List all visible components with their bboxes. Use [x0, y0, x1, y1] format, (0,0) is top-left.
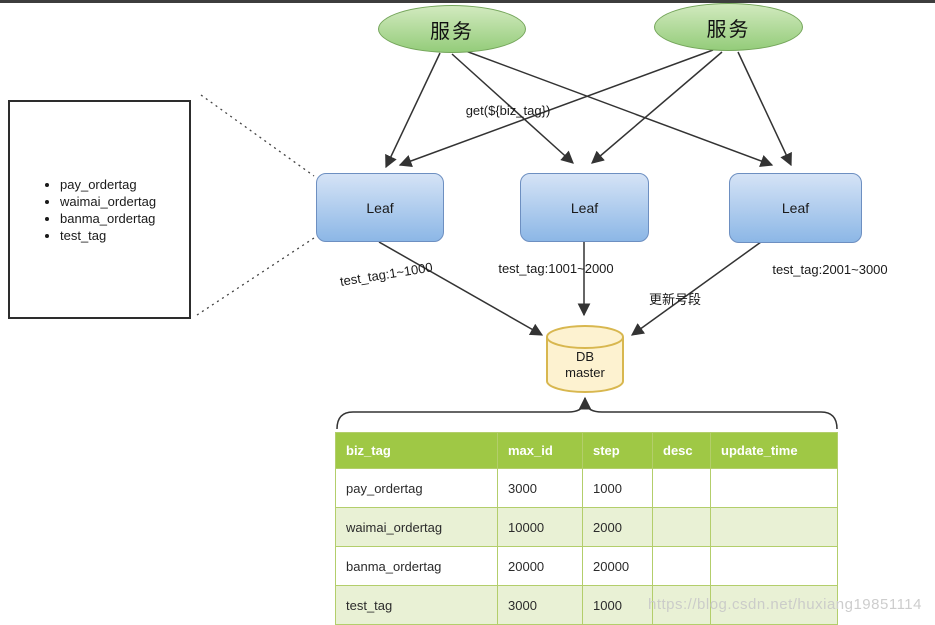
- list-item: test_tag: [60, 227, 189, 244]
- segment-table: biz_tag max_id step desc update_time pay…: [335, 432, 838, 625]
- cell: test_tag: [335, 585, 498, 625]
- edge-label-segment-leaf3: test_tag:2001~3000: [772, 262, 888, 277]
- col-header-update-time: update_time: [710, 432, 838, 469]
- cell: 20000: [582, 546, 653, 586]
- cell: 3000: [497, 468, 583, 508]
- table-row: waimai_ordertag 10000 2000: [335, 507, 838, 547]
- leaf-node-1-label: Leaf: [366, 199, 394, 216]
- cell: [652, 468, 711, 508]
- leaf-node-1: Leaf: [316, 173, 444, 242]
- biz-tag-list-box: pay_ordertag waimai_ordertag banma_order…: [8, 100, 191, 319]
- service-node-1: 服务: [378, 5, 526, 53]
- table-brace: [336, 396, 838, 430]
- cell: 20000: [497, 546, 583, 586]
- edge-label-segment-leaf2: test_tag:1001~2000: [498, 261, 614, 276]
- cell: [710, 585, 838, 625]
- cell: 10000: [497, 507, 583, 547]
- db-label-line1: DB: [575, 349, 595, 364]
- cell: [710, 468, 838, 508]
- cell: 3000: [497, 585, 583, 625]
- table-row: test_tag 3000 1000: [335, 585, 838, 625]
- table-row: pay_ordertag 3000 1000: [335, 468, 838, 508]
- edge-label-update-segment: 更新号段: [648, 292, 701, 307]
- service-node-1-label: 服务: [430, 20, 474, 43]
- list-item: banma_ordertag: [60, 210, 189, 227]
- cell: 1000: [582, 468, 653, 508]
- cell: [710, 546, 838, 586]
- biz-tag-list: pay_ordertag waimai_ordertag banma_order…: [10, 102, 189, 244]
- cell: [652, 507, 711, 547]
- cell: 1000: [582, 585, 653, 625]
- leaf-node-2: Leaf: [520, 173, 649, 242]
- watermark: https://blog.csdn.net/huxiang19851114: [648, 596, 922, 613]
- cell: waimai_ordertag: [335, 507, 498, 547]
- leaf-node-2-label: Leaf: [570, 199, 599, 216]
- service-node-2: 服务: [654, 3, 803, 51]
- leaf-node-3: Leaf: [729, 173, 862, 243]
- cell: 2000: [582, 507, 653, 547]
- cell: pay_ordertag: [335, 468, 498, 508]
- cell: [652, 546, 711, 586]
- service-node-2-label: 服务: [706, 18, 751, 41]
- list-item: pay_ordertag: [60, 176, 189, 193]
- col-header-step: step: [582, 432, 653, 469]
- service-to-leaf-arrows: [385, 49, 792, 169]
- table-row: banma_ordertag 20000 20000: [335, 546, 838, 586]
- list-item: waimai_ordertag: [60, 193, 189, 210]
- leaf-to-db-arrows: [378, 241, 762, 336]
- db-master-label: DB master: [545, 349, 625, 381]
- col-header-max-id: max_id: [497, 432, 583, 469]
- leaf-node-3-label: Leaf: [781, 200, 810, 216]
- callout-dotted-lines: [196, 94, 315, 316]
- db-label-line2: master: [565, 365, 605, 380]
- cell: banma_ordertag: [335, 546, 498, 586]
- db-cylinder-shape: [546, 325, 624, 393]
- window-top-strip: [0, 0, 935, 3]
- col-header-biz-tag: biz_tag: [335, 432, 498, 469]
- edge-label-get-biz-tag: get(${biz_tag}): [465, 103, 551, 118]
- col-header-desc: desc: [652, 432, 711, 469]
- table-header-row: biz_tag max_id step desc update_time: [335, 432, 838, 469]
- cell: [710, 507, 838, 547]
